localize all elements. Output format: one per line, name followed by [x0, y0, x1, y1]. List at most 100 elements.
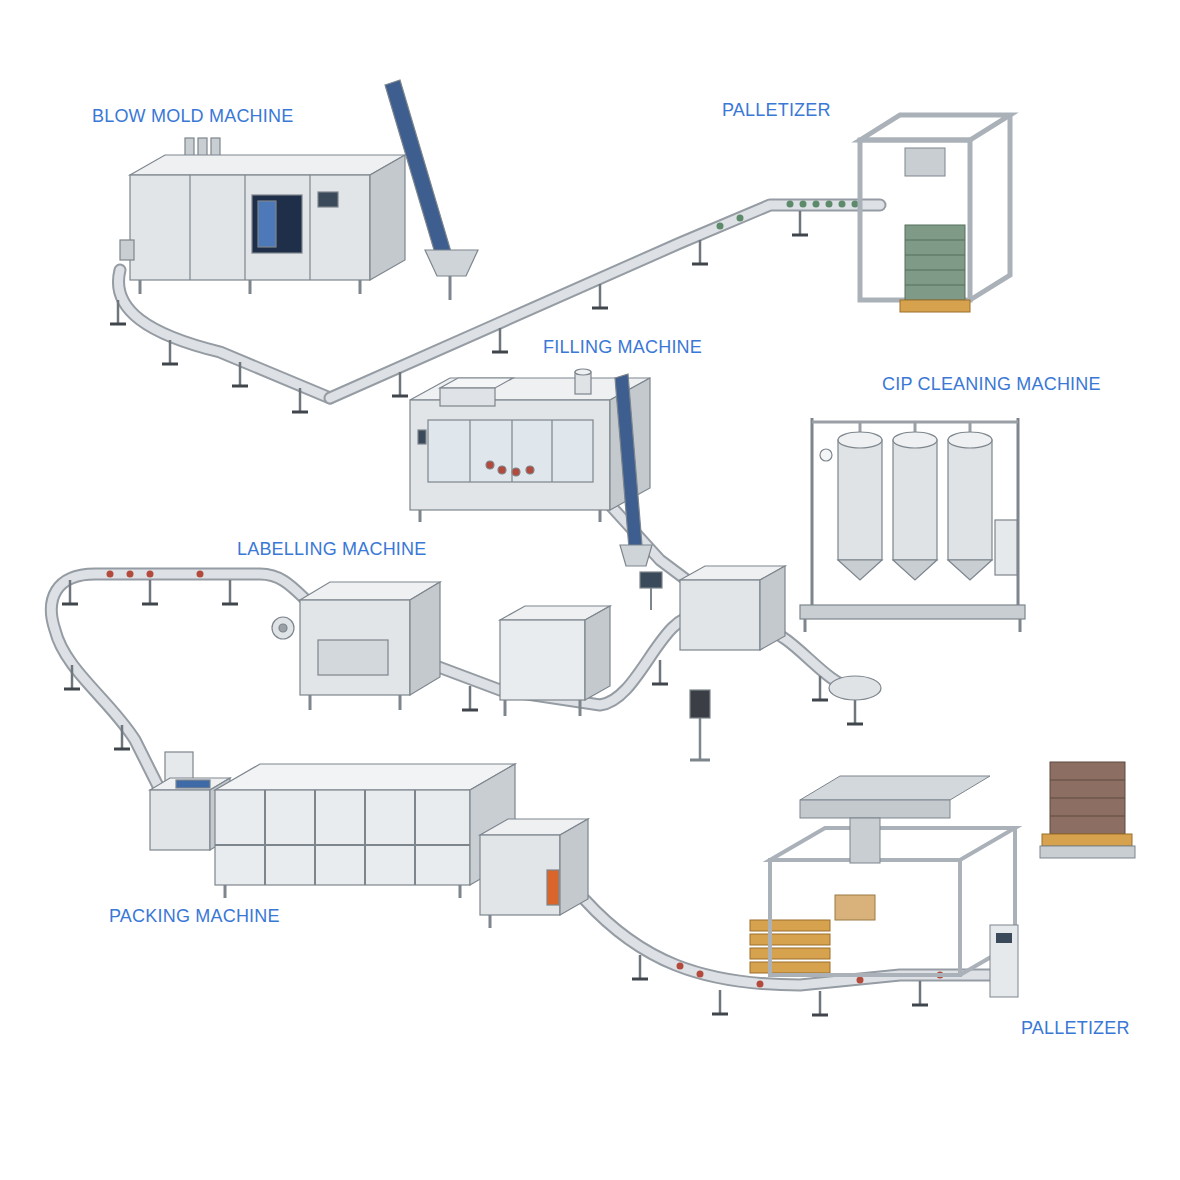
control-cabinet	[995, 520, 1017, 575]
conveyor-belt	[118, 270, 330, 398]
skid-frame	[811, 418, 814, 610]
cip-tank	[838, 440, 882, 560]
machine-top	[215, 764, 515, 790]
tank-lid	[948, 432, 992, 448]
conveyor-stand	[812, 676, 828, 700]
machine-label: PALLETIZER	[1021, 1017, 1130, 1039]
conveyor-stand	[64, 665, 80, 689]
stack-layer	[905, 285, 965, 286]
gripper-head	[905, 148, 945, 176]
carton	[835, 895, 875, 920]
stack-layer	[1050, 780, 1125, 781]
conveyor-edge	[330, 205, 880, 398]
frame-post	[314, 790, 316, 885]
machine-front	[215, 790, 470, 885]
conveyor-stand	[632, 955, 648, 979]
conveyor-stand	[847, 700, 863, 724]
machine-label: CIP CLEANING MACHINE	[882, 373, 1101, 395]
control-cabinet	[990, 925, 1018, 997]
stack-layer	[1050, 816, 1125, 817]
bottle	[512, 468, 520, 476]
machine-side	[760, 566, 785, 650]
bottle	[787, 201, 794, 208]
frame-front	[770, 860, 960, 975]
machine-leg	[599, 510, 602, 522]
preform-elevator	[385, 80, 452, 260]
machine-label: BLOW MOLD MACHINE	[92, 105, 293, 127]
machine-leg	[224, 885, 227, 898]
cip-cleaning-machine	[800, 418, 1025, 632]
gripper-head	[850, 818, 880, 863]
machine-side	[585, 606, 610, 700]
conveyor-stand	[592, 284, 608, 308]
bottle	[826, 201, 833, 208]
machine-leg	[804, 619, 807, 632]
bottle	[857, 977, 864, 984]
bottle	[717, 223, 724, 230]
machine-window	[252, 195, 302, 253]
shrink-tunnel	[480, 835, 560, 915]
machine-front	[680, 580, 760, 650]
filter-top	[440, 378, 513, 388]
machine-leg	[139, 280, 142, 294]
tank-cone	[948, 560, 992, 580]
gantry-beam	[800, 800, 950, 818]
machine-front	[300, 600, 410, 695]
bottle	[197, 571, 204, 578]
pressure-gauge	[820, 449, 832, 461]
wooden-pallet	[750, 948, 830, 959]
machine-top	[130, 155, 405, 175]
tank-lid	[838, 432, 882, 448]
screen-pole	[650, 588, 652, 610]
conveyor-belt	[51, 574, 855, 790]
filling-machine	[410, 369, 652, 566]
machine-leg	[419, 510, 422, 522]
stack-layer	[905, 270, 965, 271]
bottle	[486, 461, 494, 469]
machine-leg	[579, 700, 582, 716]
top-palletizer	[860, 115, 1010, 312]
machine-front	[410, 400, 610, 510]
wooden-pallet	[750, 962, 830, 973]
frame-post	[364, 790, 366, 885]
conveyor-belt	[330, 205, 880, 398]
stand-group	[62, 211, 928, 1015]
cap-elevator	[615, 374, 642, 549]
bottle	[107, 571, 114, 578]
control-screen	[318, 192, 338, 207]
conveyor-edge	[51, 574, 855, 790]
machine-side	[370, 155, 405, 280]
conveyor-stand	[792, 211, 808, 235]
gantry-beam	[800, 776, 990, 800]
conveyor-stand	[492, 328, 508, 352]
cap-hopper	[620, 545, 652, 566]
conveyor-stand	[162, 340, 178, 364]
conveyor-stand	[114, 725, 130, 749]
wooden-pallet	[750, 920, 830, 931]
bottle	[800, 201, 807, 208]
bottle	[852, 201, 859, 208]
conveyor-stand	[712, 990, 728, 1014]
control-screen	[640, 572, 662, 588]
middle-machines	[500, 566, 881, 760]
control-screen	[418, 430, 426, 444]
label-reel	[272, 617, 294, 639]
machine-leg	[1019, 619, 1022, 632]
machine-leg	[399, 695, 402, 710]
skid-frame	[1017, 418, 1020, 610]
machine-leg	[504, 700, 507, 716]
conveyor-stand	[62, 580, 78, 604]
skid-base	[800, 605, 1025, 619]
wooden-pallet	[900, 300, 970, 312]
gantry-top	[860, 115, 1010, 140]
conveyor-stand	[292, 388, 308, 412]
preform-hopper	[425, 250, 478, 276]
reel-hub	[279, 624, 287, 632]
machine-side	[410, 582, 440, 695]
panel-seam	[309, 175, 310, 280]
bottom-palletizer	[750, 762, 1135, 997]
packing-machine	[150, 752, 588, 928]
panel-seam	[189, 175, 190, 280]
machine-window	[428, 420, 593, 482]
